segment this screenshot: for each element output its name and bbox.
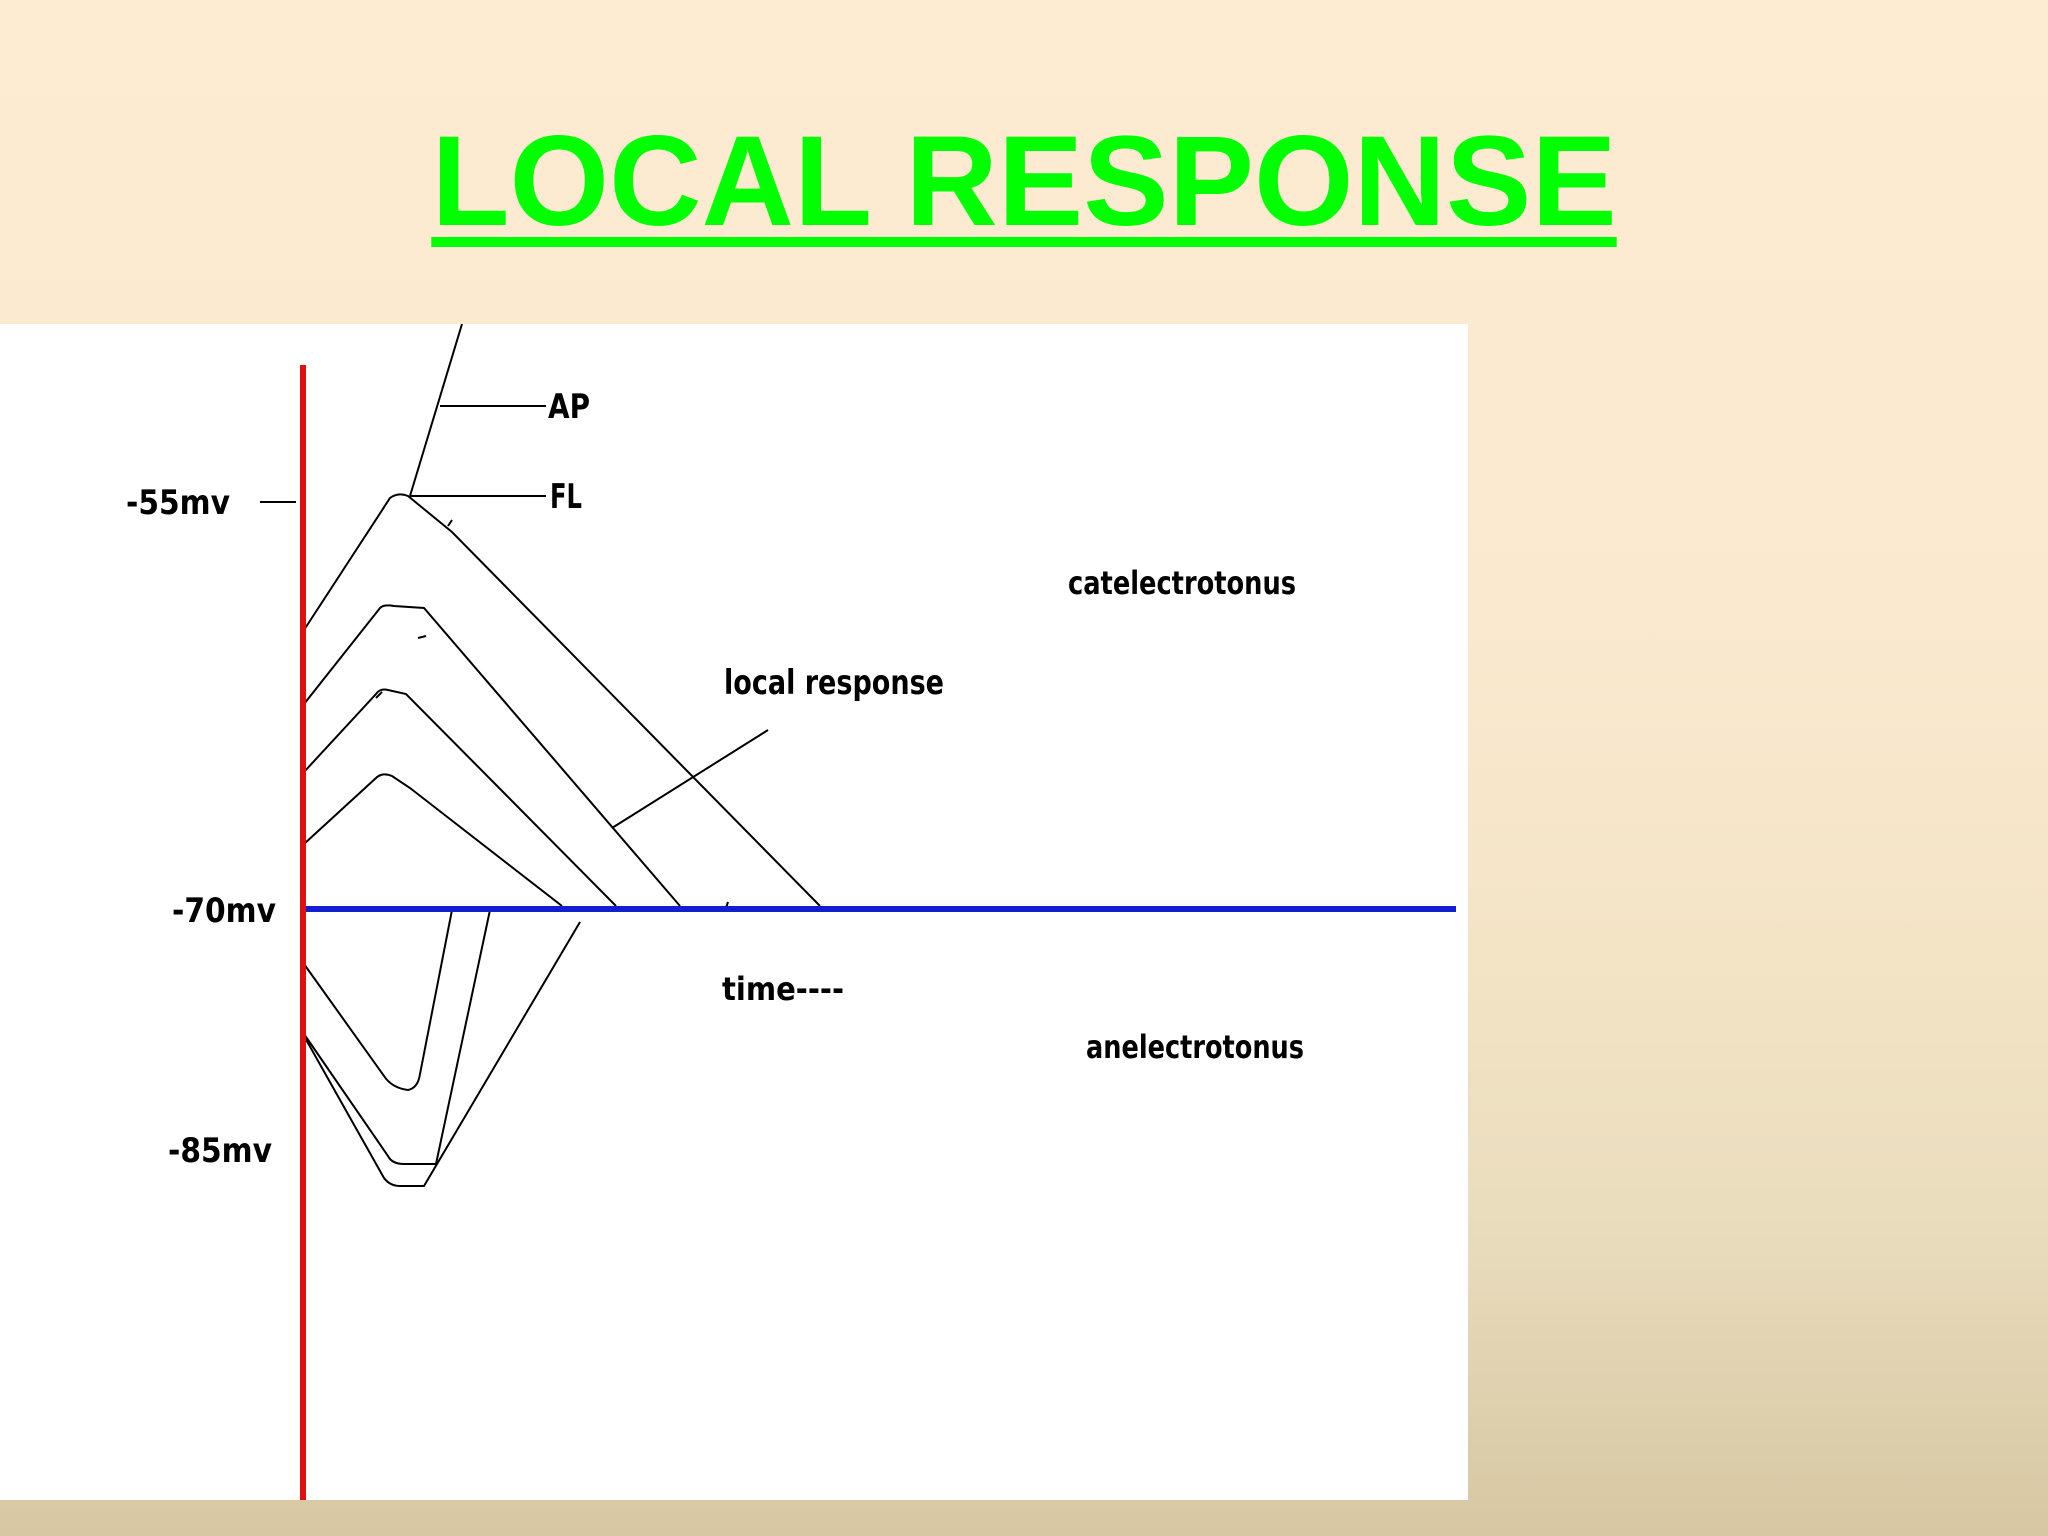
local-response-curve-3 — [303, 773, 563, 907]
local-response-leader-line — [611, 729, 769, 829]
resting-label: -70mv — [172, 891, 276, 931]
anelectrotonus-label: anelectrotonus — [1086, 1028, 1304, 1066]
time-label: time---- — [722, 970, 844, 1008]
hyperpolarized-label: -85mv — [168, 1131, 272, 1171]
fl-label: FL — [550, 477, 582, 517]
depolarizing-curves — [303, 324, 821, 907]
leader-lines — [260, 405, 769, 829]
anelectrotonic-curve-3 — [303, 921, 581, 1187]
anelectrotonic-curve-2 — [303, 909, 491, 1165]
local-response-curve-1 — [303, 604, 681, 907]
local-response-curve-2 — [303, 688, 617, 907]
diagram-canvas: -55mv -70mv -85mv AP FL local response c… — [126, 324, 1456, 1500]
anelectrotonic-curve-1 — [303, 909, 453, 1092]
threshold-label: -55mv — [126, 483, 230, 523]
slide-title: LOCAL RESPONSE — [431, 110, 1617, 253]
curve-ticks — [375, 519, 729, 909]
hyperpolarizing-curves — [303, 909, 581, 1187]
local-response-label: local response — [724, 663, 944, 703]
action-potential-upstroke — [409, 324, 463, 497]
local-response-diagram: -55mv -70mv -85mv AP FL local response c… — [0, 324, 1468, 1500]
catelectrotonus-label: catelectrotonus — [1068, 564, 1296, 602]
firing-level-curve — [303, 493, 821, 907]
ap-label: AP — [548, 387, 590, 427]
